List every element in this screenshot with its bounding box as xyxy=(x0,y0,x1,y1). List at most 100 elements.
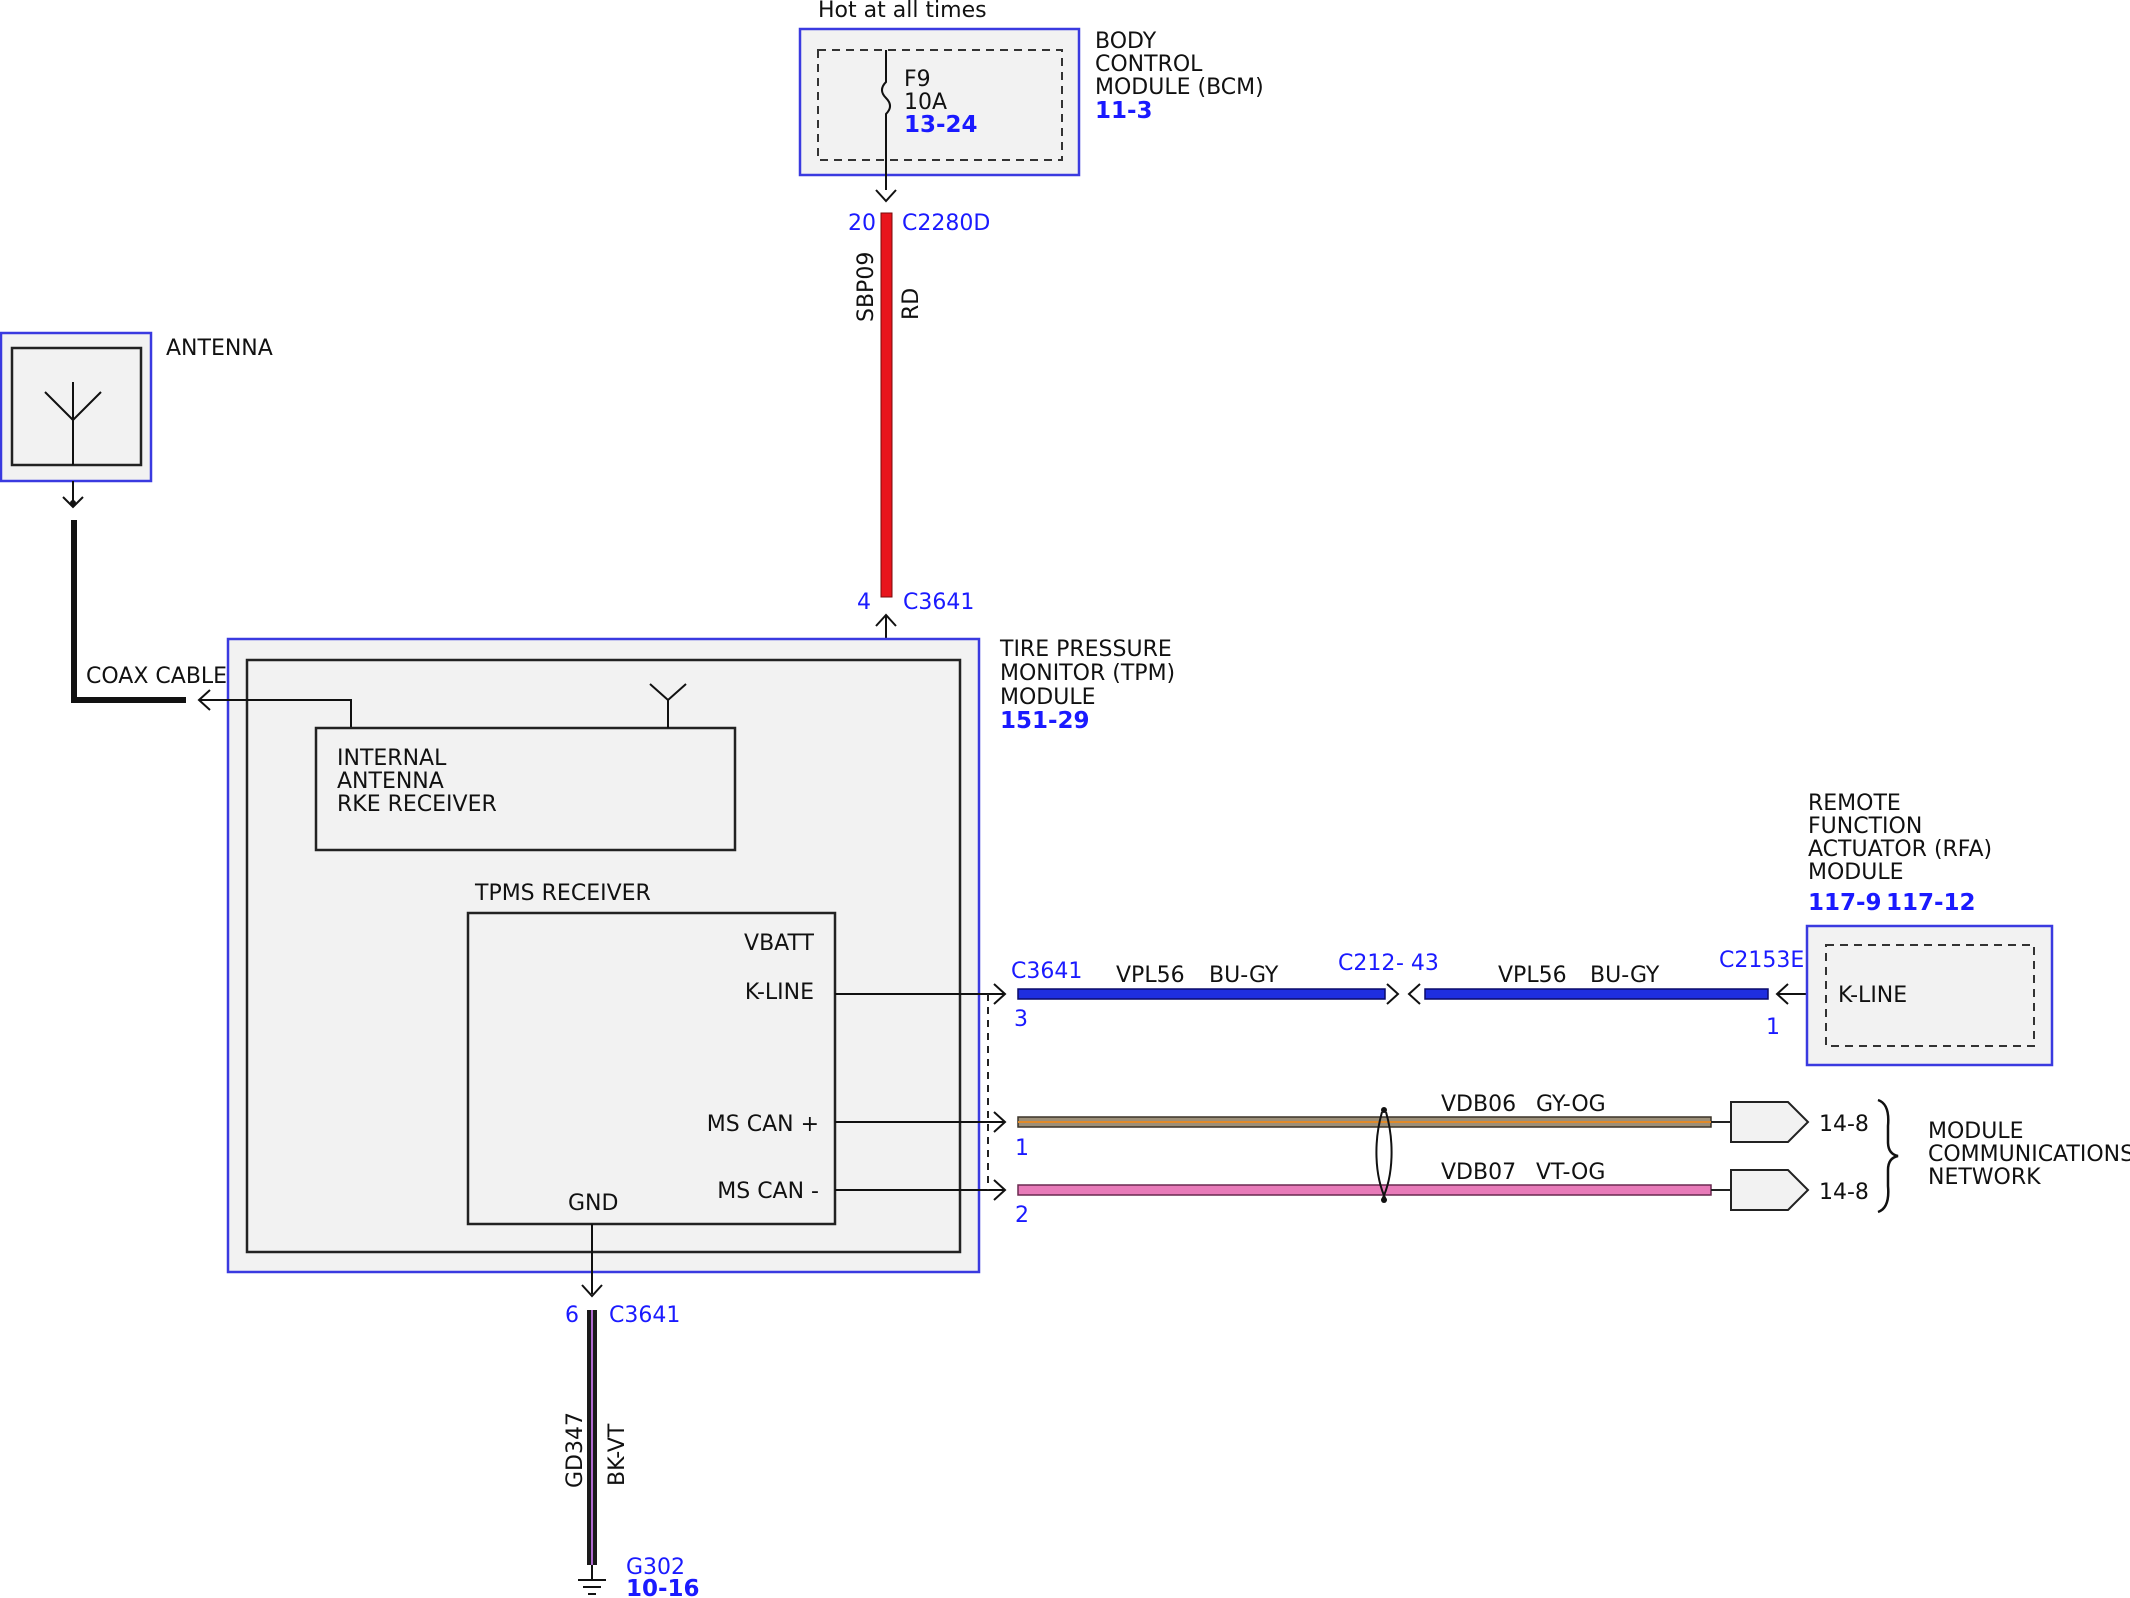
kline-color-left: BU-GY xyxy=(1209,963,1279,988)
bcm-module: BODY CONTROL MODULE (BCM) 11-3 F9 10A 13… xyxy=(798,27,1264,203)
tpm-title-line-1: TIRE PRESSURE xyxy=(999,637,1172,662)
antenna-inner-box xyxy=(10,346,143,467)
mscan-minus-connector-symbol xyxy=(993,1179,1007,1201)
rfa-reference-1[interactable]: 117-9 xyxy=(1808,890,1882,916)
power-wire-connector-top: C2280D xyxy=(902,211,990,236)
internal-antenna-box xyxy=(314,726,737,852)
fuse-reference[interactable]: 13-24 xyxy=(904,112,978,138)
network-title-line-1: MODULE xyxy=(1928,1119,2024,1144)
mscan-plus-wire-vdb06: 1 VDB06 GY-OG 14-8 xyxy=(1015,1092,1869,1161)
bcm-inner-dashed xyxy=(817,49,1063,161)
power-wire-circuit: SBP09 xyxy=(854,252,879,322)
bcm-outline xyxy=(798,27,1081,177)
fuse-f9-symbol xyxy=(881,50,891,190)
mscan-minus-color: VT-OG xyxy=(1536,1160,1605,1185)
bcm-title-line-2: CONTROL xyxy=(1095,52,1203,77)
tpms-receiver-title: TPMS RECEIVER xyxy=(474,881,651,906)
rfa-module: REMOTE FUNCTION ACTUATOR (RFA) MODULE 11… xyxy=(1805,791,2054,1067)
rfa-inner-dashed xyxy=(1825,944,2035,1047)
internal-antenna-feed-wire xyxy=(199,699,352,728)
mscan-minus-wire-vdb07: 2 VDB07 VT-OG 14-8 xyxy=(1015,1160,1869,1228)
mscan-minus-offpage-arrow xyxy=(1730,1169,1810,1211)
mscan-minus-wire-pink xyxy=(1017,1184,1712,1196)
kline-wire-vpl56: C3641 3 VPL56 BU-GY C212 - 43 VPL56 BU-G… xyxy=(1011,948,1826,1040)
mscan-plus-color: GY-OG xyxy=(1536,1092,1606,1117)
power-wire-pin-bottom: 4 xyxy=(857,590,871,615)
network-title-line-2: COMMUNICATIONS xyxy=(1928,1142,2130,1167)
inline-connector-name: C212 xyxy=(1338,951,1395,976)
fuse-name: F9 xyxy=(904,67,931,92)
tpm-reference[interactable]: 151-29 xyxy=(1000,708,1090,734)
pin-vbatt-label: VBATT xyxy=(744,931,815,956)
power-wire-color: RD xyxy=(899,288,924,320)
mscan-plus-reference[interactable]: 14-8 xyxy=(1819,1112,1869,1137)
tpms-receiver-box xyxy=(466,911,837,1226)
network-brace xyxy=(1877,1098,1899,1214)
tpm-title-line-2: MONITOR (TPM) xyxy=(1000,661,1175,686)
ground-wire-circuit: GD347 xyxy=(563,1412,588,1488)
internal-antenna-icon xyxy=(649,683,687,728)
pin-kline-label: K-LINE xyxy=(745,980,814,1005)
rfa-reference-2[interactable]: 117-12 xyxy=(1886,890,1976,916)
ground-wire-connector: C3641 xyxy=(609,1303,680,1328)
mscan-plus-pin: 1 xyxy=(1015,1136,1029,1161)
bcm-reference[interactable]: 11-3 xyxy=(1095,98,1153,124)
c2280d-connector-symbol xyxy=(875,189,897,203)
internal-antenna-line-1: INTERNAL xyxy=(337,746,447,771)
kline-connector-left: C3641 xyxy=(1011,959,1082,984)
kline-wire-segment-left xyxy=(1017,988,1386,1000)
ground-wire-gd347: 6 C3641 GD347 BK-VT G302 10-16 xyxy=(563,1284,700,1598)
power-wire-connector-bottom: C3641 xyxy=(903,590,974,615)
pin-gnd-label: GND xyxy=(568,1191,618,1216)
kline-pin-left: 3 xyxy=(1014,1007,1028,1032)
fuse-rating: 10A xyxy=(904,90,947,115)
rfa-title-line-3: ACTUATOR (RFA) xyxy=(1808,837,1992,862)
twisted-pair-bottom-dot xyxy=(1381,1197,1387,1203)
kline-circuit-right: VPL56 xyxy=(1498,963,1567,988)
mscan-minus-circuit: VDB07 xyxy=(1441,1160,1516,1185)
c3641-pin6-connector-symbol xyxy=(581,1284,603,1298)
kline-connector-symbol xyxy=(993,983,1007,1005)
rfa-title-line-1: REMOTE xyxy=(1808,791,1901,816)
rfa-title-line-4: MODULE xyxy=(1808,860,1904,885)
kline-wire-segment-right xyxy=(1424,988,1769,1000)
kline-pin-right: 1 xyxy=(1766,1015,1780,1040)
ground-reference[interactable]: 10-16 xyxy=(626,1576,700,1598)
antenna-symbol-icon xyxy=(44,382,102,465)
antenna-connector-dot xyxy=(70,500,76,506)
rfa-outline xyxy=(1805,924,2054,1067)
hot-at-all-times-label: Hot at all times xyxy=(818,0,987,23)
kline-color-right: BU-GY xyxy=(1590,963,1660,988)
antenna-component: ANTENNA COAX CABLE xyxy=(0,331,273,711)
tpm-title-line-3: MODULE xyxy=(1000,685,1096,710)
pin-mscan-plus-label: MS CAN + xyxy=(707,1112,819,1137)
kline-circuit-left: VPL56 xyxy=(1116,963,1185,988)
bcm-title-line-1: BODY xyxy=(1095,29,1157,54)
mscan-plus-offpage-arrow xyxy=(1730,1101,1810,1143)
ground-symbol-icon xyxy=(578,1565,606,1595)
coax-cable-wire xyxy=(71,520,186,703)
ground-wire-pin: 6 xyxy=(565,1303,579,1328)
bcm-title-line-3: MODULE (BCM) xyxy=(1095,75,1264,100)
mscan-minus-pin: 2 xyxy=(1015,1203,1029,1228)
internal-antenna-line-2: ANTENNA xyxy=(337,769,444,794)
mscan-plus-connector-symbol xyxy=(993,1111,1007,1133)
mscan-minus-reference[interactable]: 14-8 xyxy=(1819,1180,1869,1205)
mscan-plus-circuit: VDB06 xyxy=(1441,1092,1516,1117)
tpm-module: TIRE PRESSURE MONITOR (TPM) MODULE 151-2… xyxy=(199,637,1175,1294)
twisted-pair-symbol xyxy=(1375,1111,1393,1201)
antenna-title: ANTENNA xyxy=(166,336,273,361)
network-title-line-3: NETWORK xyxy=(1928,1165,2041,1190)
ground-name: G302 xyxy=(626,1555,685,1580)
coax-cable-label: COAX CABLE xyxy=(86,664,227,689)
kline-connector-right: C2153E xyxy=(1719,948,1804,973)
ground-wire-color: BK-VT xyxy=(605,1423,630,1486)
rfa-pin-label: K-LINE xyxy=(1838,983,1907,1008)
pin-mscan-minus-label: MS CAN - xyxy=(717,1179,819,1204)
c212-inline-connector-symbol xyxy=(1386,983,1421,1005)
power-wire-red xyxy=(880,212,893,598)
inline-connector-pin: - 43 xyxy=(1396,951,1439,976)
power-wire-pin-top: 20 xyxy=(848,211,876,236)
internal-antenna-line-3: RKE RECEIVER xyxy=(337,792,497,817)
